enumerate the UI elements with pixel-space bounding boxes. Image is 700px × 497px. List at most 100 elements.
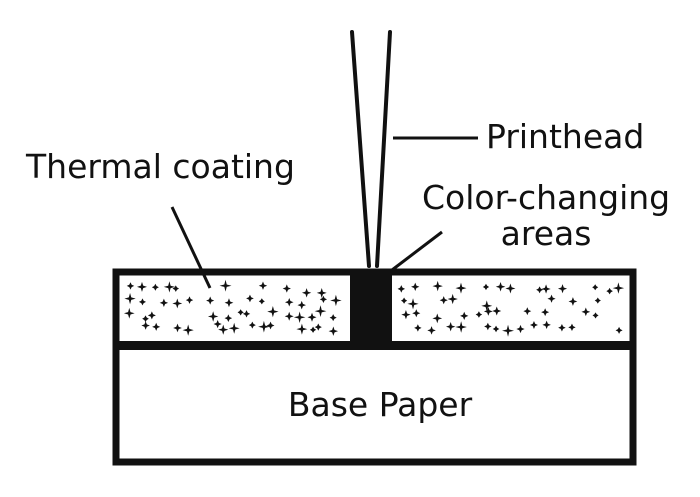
coating-particle bbox=[439, 296, 448, 305]
coating-particle bbox=[185, 296, 194, 304]
coating-particle bbox=[206, 296, 215, 305]
coating-particle bbox=[172, 298, 183, 309]
coating-particle bbox=[123, 307, 135, 319]
coating-particle bbox=[516, 324, 525, 334]
coating-particle bbox=[126, 282, 135, 290]
coating-particle bbox=[581, 307, 591, 317]
coating-particle bbox=[267, 305, 279, 318]
printhead bbox=[350, 30, 392, 268]
coating-particle bbox=[151, 283, 159, 291]
coating-particle bbox=[218, 324, 229, 335]
printhead-label: Printhead bbox=[486, 117, 645, 156]
coating-particle bbox=[284, 311, 294, 321]
coating-particle bbox=[612, 282, 625, 294]
coating-particle bbox=[529, 320, 538, 329]
coating-particle bbox=[492, 325, 500, 333]
coating-particle bbox=[163, 281, 176, 293]
coating-particle bbox=[481, 300, 493, 312]
coating-particle bbox=[407, 298, 419, 310]
coating-particle bbox=[207, 311, 219, 322]
thermal-coating-leader bbox=[170, 206, 212, 289]
coating-particle bbox=[182, 324, 194, 336]
coating-particle bbox=[319, 295, 328, 303]
coating-particle bbox=[142, 315, 149, 323]
coating-particle bbox=[568, 297, 578, 306]
coating-particle bbox=[329, 314, 337, 322]
coating-particle bbox=[152, 322, 161, 331]
coating-particle bbox=[316, 287, 327, 298]
coating-particle bbox=[427, 326, 436, 335]
coating-particle bbox=[484, 322, 492, 331]
coating-particle bbox=[455, 282, 467, 294]
coating-particle bbox=[523, 307, 532, 316]
coating-particle bbox=[414, 324, 422, 332]
coating-particle bbox=[482, 283, 490, 291]
coating-particle bbox=[282, 284, 291, 293]
coating-particle bbox=[541, 308, 550, 317]
coating-particle bbox=[502, 324, 515, 337]
coating-particle bbox=[213, 319, 222, 329]
coating-particle bbox=[138, 298, 147, 306]
coating-particle bbox=[173, 323, 182, 333]
coating-particle bbox=[495, 281, 506, 292]
coating-particle bbox=[397, 285, 406, 293]
base-paper-label: Base Paper bbox=[287, 385, 473, 424]
coating-particle bbox=[445, 322, 456, 332]
coating-particle bbox=[248, 321, 256, 329]
coating-particle bbox=[592, 284, 599, 291]
coating-particle bbox=[307, 312, 317, 322]
coating-particle bbox=[147, 311, 156, 320]
coating-particle bbox=[242, 310, 251, 318]
coating-particle bbox=[159, 298, 169, 308]
coating-particles bbox=[123, 279, 625, 337]
coating-particle bbox=[541, 284, 551, 294]
coating-particle bbox=[594, 297, 601, 304]
thermal-coating-label: Thermal coating bbox=[26, 147, 295, 186]
coating-particle bbox=[558, 323, 566, 332]
coating-particle bbox=[400, 297, 408, 304]
color-changing-label-line2: areas bbox=[500, 214, 592, 253]
color-changing-area bbox=[350, 272, 392, 346]
coating-particle bbox=[172, 285, 180, 292]
coating-particle bbox=[314, 305, 327, 318]
coating-particle bbox=[224, 298, 234, 308]
coating-particle bbox=[460, 311, 469, 321]
coating-particle bbox=[547, 294, 556, 303]
coating-particle bbox=[219, 279, 232, 292]
coating-particle bbox=[432, 280, 443, 292]
coating-particle bbox=[266, 321, 275, 330]
color-changing-areas-label: Color-changing areas bbox=[422, 180, 670, 252]
coating-particle bbox=[447, 293, 458, 305]
coating-particle bbox=[258, 298, 265, 305]
color-changing-label-line1: Color-changing bbox=[422, 178, 671, 217]
coating-particle bbox=[141, 321, 150, 330]
coating-particle bbox=[492, 306, 502, 316]
coating-particle bbox=[258, 281, 268, 290]
coating-particle bbox=[557, 284, 568, 294]
coating-particle bbox=[401, 309, 411, 320]
coating-particle bbox=[246, 294, 254, 303]
coating-particle bbox=[542, 320, 551, 330]
coating-particle bbox=[455, 321, 467, 333]
coating-particle bbox=[412, 309, 421, 318]
coating-particle bbox=[284, 297, 294, 307]
color-changing-leader bbox=[391, 230, 443, 272]
coating-particle bbox=[432, 313, 443, 324]
coating-particle bbox=[293, 311, 306, 324]
coating-particle bbox=[237, 309, 244, 316]
coating-particle bbox=[296, 323, 308, 335]
leader-lines bbox=[170, 136, 478, 289]
coating-particle bbox=[258, 320, 270, 333]
coating-particle bbox=[606, 287, 613, 295]
coating-particle bbox=[475, 311, 483, 318]
coating-particle bbox=[615, 326, 623, 334]
coating-particle bbox=[301, 288, 312, 298]
coating-particle bbox=[124, 292, 136, 305]
coating-particle bbox=[411, 282, 420, 291]
coating-particle bbox=[536, 286, 544, 294]
coating-particle bbox=[314, 323, 322, 331]
coating-particle bbox=[568, 323, 576, 332]
coating-particle bbox=[136, 281, 148, 292]
coating-particle bbox=[297, 300, 306, 310]
